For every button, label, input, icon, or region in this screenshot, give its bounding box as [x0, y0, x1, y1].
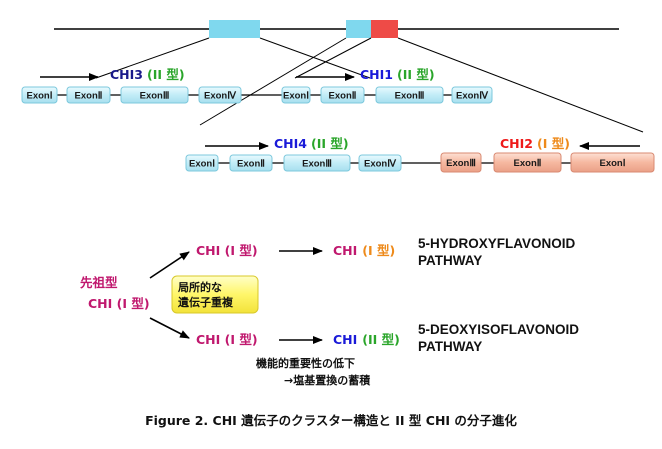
chi4-exon-1-label: ExonⅠ — [189, 159, 215, 170]
chi2-exon-3 — [440, 152, 482, 173]
lower-right-chi-name: CHI — [333, 332, 357, 347]
chi3-exon-3-label: ExonⅢ — [140, 91, 170, 102]
chi1-name: CHI1 — [360, 67, 393, 82]
chi1-label: CHI1 (II 型) — [360, 67, 435, 82]
chi3-exon-3 — [120, 86, 189, 104]
branch-arrow-down — [149, 317, 190, 339]
ancestor-label-line1: 先祖型 — [80, 275, 118, 290]
chi3-exon-2 — [66, 86, 111, 104]
chi3-exon-2-label: ExonⅡ — [75, 91, 103, 102]
chi1-exon-3-label: ExonⅢ — [395, 91, 425, 102]
chi4-exon-1 — [185, 154, 219, 172]
chi1-exon-1 — [281, 86, 311, 104]
upper-right-chi-type: (I 型) — [362, 243, 395, 258]
chi2-exon-2 — [493, 152, 562, 173]
zoom-line — [397, 37, 644, 133]
pathway-bottom-line1: 5-DEOXYISOFLAVONOID — [418, 322, 579, 337]
ancestor-label-line2: CHI (I 型) — [88, 296, 150, 311]
figure-caption: Figure 2. CHI 遺伝子のクラスター構造と II 型 CHI の分子進… — [145, 413, 517, 428]
pathway-bottom-line2: PATHWAY — [418, 339, 482, 354]
upper-right-chi: CHI (I 型) — [333, 243, 395, 258]
branch-arrow-up — [149, 251, 190, 279]
upper-left-chi: CHI (I 型) — [196, 243, 258, 258]
gene-duplication-line2: 遺伝子重複 — [177, 295, 234, 309]
chromosome-block-cyan-right — [346, 20, 371, 38]
chi1-exon-4 — [451, 86, 493, 104]
chi3-type: (II 型) — [147, 67, 185, 82]
chi2-label: CHI2 (I 型) — [500, 136, 570, 151]
chromosome-block-red — [371, 20, 398, 38]
chi4-exon-3-label: ExonⅢ — [302, 159, 332, 170]
chi4-exon-4 — [358, 154, 402, 172]
chi2-exon-2-label: ExonⅡ — [514, 158, 542, 169]
lower-left-chi: CHI (I 型) — [196, 332, 258, 347]
mutation-note-line2: →塩基置換の蓄積 — [284, 373, 371, 387]
chi4-exon-2 — [229, 154, 273, 172]
chi3-exon-1-label: ExonⅠ — [26, 91, 52, 102]
chi2-type: (I 型) — [537, 136, 570, 151]
mutation-note-line1: 機能的重要性の低下 — [256, 356, 355, 370]
chi3-exon-1 — [21, 86, 58, 104]
chi2-gene: CHI2 (I 型) ExonⅢ ExonⅡ ExonⅠ — [440, 136, 655, 173]
chi4-gene: CHI4 (II 型) ExonⅠ ExonⅡ ExonⅢ ExonⅣ — [185, 136, 653, 172]
chi3-name: CHI3 — [110, 67, 143, 82]
zoom-line — [259, 37, 371, 79]
zoom-line — [199, 37, 347, 126]
gene-duplication-line1: 局所的な — [177, 280, 222, 294]
chi1-exon-2 — [320, 86, 365, 104]
lower-right-chi: CHI (II 型) — [333, 332, 400, 347]
chi3-label: CHI3 (II 型) — [110, 67, 185, 82]
pathway-top-line2: PATHWAY — [418, 253, 482, 268]
chi1-exon-4-label: ExonⅣ — [456, 91, 489, 102]
chi4-label: CHI4 (II 型) — [274, 136, 349, 151]
evolution-scheme: 先祖型 CHI (I 型) 局所的な 遺伝子重複 CHI (I 型) CHI (I… — [80, 236, 579, 387]
chi4-exon-2-label: ExonⅡ — [237, 159, 265, 170]
chromosome-block-cyan-left — [209, 20, 260, 38]
chi4-exon-3 — [283, 154, 351, 172]
chi3-exon-4 — [198, 86, 242, 104]
chi1-exon-3 — [375, 86, 444, 104]
upper-right-chi-name: CHI — [333, 243, 357, 258]
chi4-exon-4-label: ExonⅣ — [364, 159, 397, 170]
chi2-exon-1 — [570, 152, 655, 173]
chi3-gene: CHI3 (II 型) ExonⅠ ExonⅡ ExonⅢ ExonⅣ — [21, 67, 290, 104]
chi2-exon-1-label: ExonⅠ — [599, 158, 625, 169]
chi1-exon-2-label: ExonⅡ — [329, 91, 357, 102]
pathway-top-line1: 5-HYDROXYFLAVONOID — [418, 236, 576, 251]
chi1-gene: CHI1 (II 型) ExonⅠ ExonⅡ ExonⅢ ExonⅣ — [281, 67, 493, 104]
chi3-exon-4-label: ExonⅣ — [204, 91, 237, 102]
zoom-line — [95, 37, 210, 79]
chi4-type: (II 型) — [311, 136, 349, 151]
chi2-exon-3-label: ExonⅢ — [446, 158, 476, 169]
lower-right-chi-type: (II 型) — [362, 332, 400, 347]
gene-duplication-box — [171, 275, 259, 314]
chi4-name: CHI4 — [274, 136, 307, 151]
chi1-exon-1-label: ExonⅠ — [283, 91, 309, 102]
chi2-name: CHI2 — [500, 136, 533, 151]
chi1-type: (II 型) — [397, 67, 435, 82]
zoom-line — [294, 37, 372, 79]
